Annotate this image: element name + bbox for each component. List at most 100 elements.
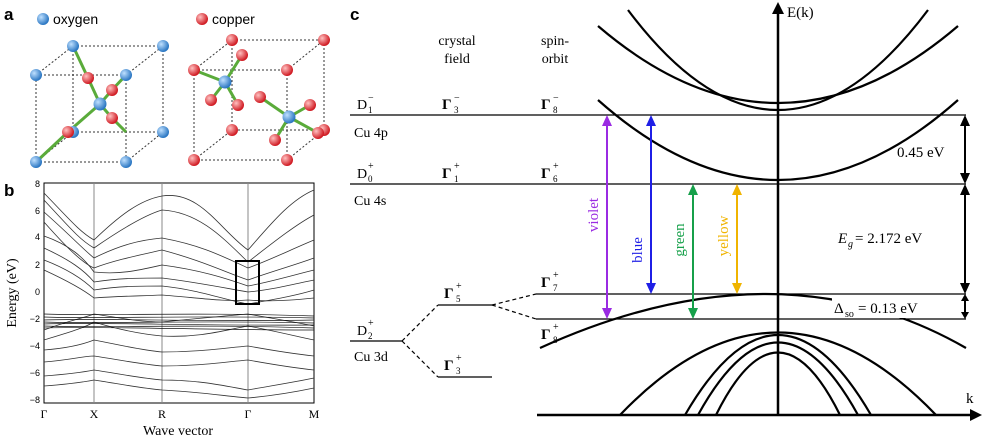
svg-text:X: X: [90, 407, 99, 421]
spin-orbit-header-2: orbit: [542, 52, 569, 67]
svg-text:−: −: [454, 93, 460, 104]
svg-text:D: D: [357, 98, 367, 113]
gamma-so-8-minus: Γ 8 −: [541, 93, 559, 115]
spin-orbit-header: spin-: [541, 34, 569, 49]
arrow-yellow: yellow: [716, 184, 742, 294]
svg-text:Γ: Γ: [541, 327, 551, 343]
copper-legend-marker: [196, 13, 208, 25]
panel-b: b: [4, 179, 320, 439]
svg-text:−8: −8: [30, 395, 40, 405]
band-plot-gridlines: [93, 183, 249, 403]
svg-text:Γ: Γ: [442, 166, 452, 182]
svg-text:5: 5: [456, 294, 461, 304]
svg-text:+: +: [454, 161, 460, 172]
panel-c-label: c: [350, 5, 359, 24]
arrow-blue: blue: [630, 115, 656, 294]
gamma-cf-1-plus: Γ 1 +: [442, 161, 460, 184]
gamma-so-8-plus: Γ 8 +: [541, 322, 559, 345]
gamma-cf-3-plus: Γ 3 +: [444, 353, 462, 376]
splitting-dashes: [401, 293, 537, 378]
arrow-violet-label: violet: [586, 197, 602, 232]
oxygen-legend-label: oxygen: [53, 11, 98, 27]
eg-subscript: g: [848, 239, 853, 250]
svg-text:1: 1: [368, 105, 373, 115]
gamma-highlight-box: [235, 260, 260, 305]
k-axis-arrowhead: [970, 409, 982, 421]
d0-label: D 0 +: [357, 161, 374, 184]
svg-text:Γ: Γ: [541, 166, 551, 182]
dispersion-curves: [539, 9, 967, 416]
copper-legend-label: copper: [212, 11, 255, 27]
bonds-cube-1: [34, 45, 128, 164]
cu4p-label: Cu 4p: [354, 126, 388, 141]
so-subscript: so: [845, 309, 854, 320]
gamma-so-6-plus: Γ 6 +: [541, 161, 559, 184]
gamma-cf-3-minus: Γ 3 −: [442, 93, 460, 115]
gamma-cf-5-plus: Γ 5 +: [444, 281, 462, 304]
gap-bracket-eg: E g = 2.172 eV: [837, 184, 970, 294]
eg-value: = 2.172 eV: [855, 231, 922, 247]
svg-text:Γ: Γ: [541, 97, 551, 113]
legend-copper: copper: [196, 11, 255, 27]
svg-text:4: 4: [35, 232, 40, 242]
cu4s-label: Cu 4s: [354, 194, 386, 209]
k-axis-label: k: [966, 391, 974, 407]
svg-text:Γ: Γ: [444, 286, 454, 302]
svg-text:+: +: [553, 270, 559, 281]
svg-text:+: +: [456, 353, 462, 364]
svg-text:D: D: [357, 324, 367, 339]
svg-text:7: 7: [553, 283, 558, 293]
d1-label: D 1 −: [357, 93, 374, 115]
crystal-cube-1: [35, 45, 164, 163]
svg-text:+: +: [368, 161, 374, 172]
d2-label: D 2 +: [357, 318, 374, 341]
panel-a: a oxygen copper: [4, 5, 330, 168]
so-symbol: Δ: [834, 301, 844, 317]
svg-text:0: 0: [35, 287, 40, 297]
crystal-field-header: crystal: [438, 34, 475, 49]
cu3d-label: Cu 3d: [354, 350, 388, 365]
svg-text:1: 1: [454, 174, 459, 184]
svg-text:−: −: [553, 93, 559, 104]
svg-text:8: 8: [553, 335, 558, 345]
svg-text:8: 8: [35, 179, 40, 189]
svg-text:+: +: [456, 281, 462, 292]
arrow-green-label: green: [672, 223, 688, 257]
d-band-cluster: [43, 313, 315, 331]
svg-text:2: 2: [368, 331, 373, 341]
gap-bracket-so: Δ so = 0.13 eV: [832, 294, 969, 320]
gamma-so-7-plus: Γ 7 +: [541, 270, 559, 293]
so-value: = 0.13 eV: [858, 301, 918, 317]
energy-axis-arrowhead: [772, 2, 784, 14]
eg-symbol: E: [837, 231, 847, 247]
band-xlabel: Wave vector: [143, 424, 213, 439]
arrow-yellow-label: yellow: [716, 215, 732, 256]
svg-text:3: 3: [454, 105, 459, 115]
energy-axis-label: E(k): [787, 5, 814, 21]
svg-text:+: +: [553, 161, 559, 172]
panel-a-label: a: [4, 5, 14, 24]
crystal-field-header-2: field: [444, 52, 470, 67]
svg-text:6: 6: [553, 174, 558, 184]
svg-text:2: 2: [35, 260, 40, 270]
band-lines: [43, 189, 315, 399]
svg-text:D: D: [357, 167, 367, 182]
svg-text:3: 3: [456, 366, 461, 376]
panel-c: c crystal field spin- orbit E(k) k: [350, 2, 982, 421]
svg-text:−: −: [368, 93, 374, 104]
arrow-violet: violet: [586, 115, 612, 319]
svg-text:R: R: [158, 407, 166, 421]
svg-text:Γ: Γ: [541, 275, 551, 291]
svg-text:−4: −4: [30, 341, 40, 351]
svg-text:0: 0: [368, 174, 373, 184]
atoms-cube-2: [188, 34, 330, 166]
band-xticks: Γ X R Γ M: [41, 407, 320, 421]
gap-bracket-045: 0.45 eV: [897, 115, 970, 184]
svg-text:6: 6: [35, 206, 40, 216]
svg-text:+: +: [553, 322, 559, 333]
band-ylabel: Energy (eV): [5, 258, 20, 328]
svg-text:−2: −2: [30, 314, 40, 324]
arrow-blue-label: blue: [630, 237, 646, 263]
legend-oxygen: oxygen: [37, 11, 98, 27]
